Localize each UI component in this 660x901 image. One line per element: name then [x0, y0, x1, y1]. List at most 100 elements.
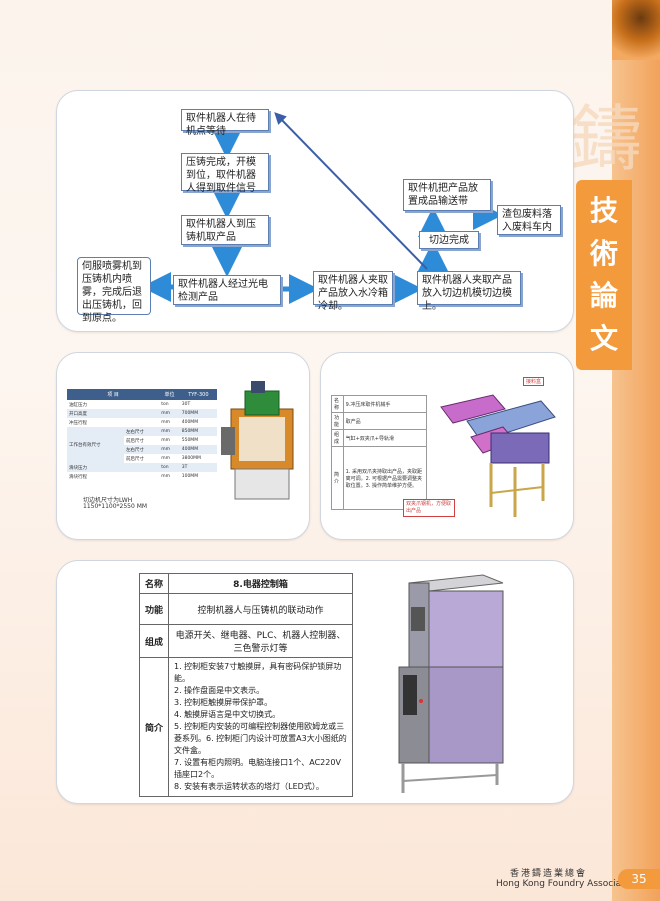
spec-cell: 550MM	[181, 438, 199, 443]
control-comp-value: 电源开关、继电器、PLC、机器人控制器、三色警示灯等	[168, 624, 353, 658]
spec-cell: 400MM	[179, 445, 217, 454]
control-table: 名称 8.电器控制箱 功能 控制机器人与压铸机的联动动作 组成 电源开关、继电器…	[139, 573, 353, 797]
box-spray: 伺服喷雾机到压铸机内喷雾，完成后退出压铸机，回到原点。	[77, 257, 151, 324]
tab-char-3: 論	[589, 279, 618, 313]
corner-decoration	[612, 0, 660, 60]
footer-association-cn: 香港鑄造業總會	[510, 869, 588, 879]
control-intro-value: 1. 控制柜安装7寸触摸屏，具有密码保护锁屏功能。 2. 操作盘面是中文表示。 …	[168, 657, 353, 797]
spec-cell: mm	[161, 474, 170, 479]
spec-row: 冲压行程 mm 400MM	[67, 418, 217, 427]
control-cabinet-panel: 名称 8.电器控制箱 功能 控制机器人与压铸机的联动动作 组成 电源开关、继电器…	[56, 560, 574, 804]
ghost-character: 鑄	[569, 97, 642, 181]
callout-box-1: 接料盒	[523, 377, 545, 386]
spec-header: 单位	[159, 389, 180, 400]
control-cabinet-illustration	[398, 574, 504, 793]
spec-cell: 400MM	[181, 420, 199, 425]
box-trim: 取件机器人夹取产品放入切边机模切边模上。	[417, 271, 521, 312]
gripper-name-value: 9.冲压床取件机械手	[342, 395, 428, 413]
box-scrap: 渣包废料落入废料车内	[497, 205, 561, 235]
spec-header: 项 目	[67, 389, 160, 400]
spec-row: 左右尺寸 mm 400MM	[67, 445, 217, 454]
control-func-label: 功能	[139, 593, 169, 625]
spec-cell: mm	[159, 427, 180, 436]
intro-line: 5. 控制柜内安装的可编程控制器使用欧姆龙或三菱系列。6. 控制柜门内设计可放置…	[174, 722, 347, 755]
intro-line: 8. 安装有表示运转状态的塔灯（LED式）。	[174, 782, 324, 791]
spec-cell: mm	[161, 456, 170, 461]
spec-header: TYF-300	[179, 389, 217, 400]
spec-cell: 开口高度	[67, 409, 160, 418]
spec-row: 滑块压力 ton 3T	[67, 463, 217, 472]
trim-press-panel: 项 目 单位 TYF-300 油缸压力 ton 30T 开口高度 mm 700M…	[56, 352, 310, 540]
box-trim-done: 切边完成	[419, 231, 479, 249]
control-comp-label: 组成	[139, 624, 169, 658]
tab-char-2: 術	[589, 236, 618, 270]
control-name-label: 名称	[139, 573, 169, 594]
gripper-comp-label: 组成	[331, 429, 344, 447]
spec-row: 前后尺寸 mm 3800MM	[67, 454, 217, 463]
section-tab: 技 術 論 文	[576, 180, 632, 370]
tab-char-4: 文	[589, 321, 618, 355]
tab-char-1: 技	[589, 194, 618, 228]
gripper-comp-value: 气缸+双夹爪+导轨滑	[342, 429, 428, 447]
spec-header-row: 项 目 单位 TYF-300	[67, 389, 217, 400]
spec-cell: 左右尺寸	[123, 427, 160, 436]
intro-line: 1. 控制柜安装7寸触摸屏，具有密码保护锁屏功能。	[174, 662, 342, 683]
control-row-comp: 组成 电源开关、继电器、PLC、机器人控制器、三色警示灯等	[139, 624, 353, 658]
control-func-value: 控制机器人与压铸机的联动动作	[168, 593, 353, 625]
spec-cell: 3800MM	[181, 456, 201, 461]
footer-association-en: Hong Kong Foundry Association	[496, 879, 639, 889]
spec-cell: 左右尺寸	[123, 445, 160, 454]
control-name-value: 8.电器控制箱	[168, 573, 353, 594]
flowchart-panel: 取件机器人在待机点等待 压铸完成，开模到位，取件机器人得到取件信号 取件机器人到…	[56, 90, 574, 332]
spec-cell: 100MM	[181, 474, 199, 479]
spec-row: 油缸压力 ton 30T	[67, 400, 217, 409]
spec-note-line1: 切边机尺寸为LWH	[83, 497, 133, 504]
spec-cell: 前后尺寸	[125, 456, 144, 462]
callout-text-1: 接料盒	[526, 379, 542, 385]
box-wait: 取件机器人在待机点等待	[181, 109, 269, 137]
spec-cell: ton	[159, 463, 180, 472]
trim-press-illustration	[221, 381, 294, 500]
gripper-intro-label: 简介	[331, 446, 344, 510]
spec-cell: 油缸压力	[69, 402, 87, 408]
spec-group-label: 工作台有效尺寸	[67, 427, 124, 463]
control-row-intro: 简介 1. 控制柜安装7寸触摸屏，具有密码保护锁屏功能。 2. 操作盘面是中文表…	[139, 657, 353, 797]
intro-line: 4. 触摸屏语言是中文切换式。	[174, 710, 281, 719]
gripper-func-value: 取产品	[342, 412, 428, 430]
spec-cell: 滑块压力	[67, 463, 160, 472]
gripper-name-label: 名称	[331, 395, 344, 413]
spec-cell: mm	[161, 420, 170, 425]
callout-text-2: 双夹爪钢机，方便取出产品	[406, 501, 452, 514]
page-number: 35	[618, 869, 660, 889]
callout-box-2: 双夹爪钢机，方便取出产品	[403, 499, 455, 517]
spec-cell: 850MM	[179, 427, 217, 436]
spec-row: 滑块行程 mm 100MM	[67, 472, 217, 481]
box-water-cool: 取件机器人夹取产品放入水冷箱冷却。	[313, 271, 393, 312]
spec-table: 项 目 单位 TYF-300 油缸压力 ton 30T 开口高度 mm 700M…	[67, 389, 217, 481]
spec-cell: 滑块行程	[69, 474, 87, 480]
box-robot-take: 取件机器人到压铸机取产品	[181, 215, 269, 245]
intro-line: 3. 控制柜触摸屏带保护罩。	[174, 698, 273, 707]
intro-line: 2. 操作盘面是中文表示。	[174, 686, 265, 695]
box-conveyor: 取件机把产品放置成品输送带	[403, 179, 491, 211]
spec-note-line2: 1150*1100*2550 MM	[83, 503, 148, 510]
spec-cell: 冲压行程	[69, 420, 87, 426]
control-row-func: 功能 控制机器人与压铸机的联动动作	[139, 593, 353, 625]
spec-cell: mm	[159, 409, 180, 418]
control-intro-label: 简介	[139, 657, 169, 797]
spec-cell: mm	[159, 445, 180, 454]
spec-cell: 30T	[181, 402, 191, 407]
spec-cell: 前后尺寸	[125, 438, 144, 444]
control-row-name: 名称 8.电器控制箱	[139, 573, 353, 594]
spec-cell: ton	[161, 402, 169, 407]
box-die-cast-done: 压铸完成，开模到位，取件机器人得到取件信号	[181, 153, 269, 194]
flowchart-arrows	[141, 112, 503, 304]
box-sensor-check: 取件机器人经过光电检测产品	[173, 275, 281, 305]
intro-line: 7. 设置有柜内照明。电脑连接口1个、AC220V插座口2个。	[174, 758, 341, 779]
right-decorative-band	[612, 0, 660, 901]
spec-cell: mm	[161, 438, 170, 443]
gripper-func-label: 功能	[331, 412, 344, 430]
spec-row: 工作台有效尺寸 左右尺寸 mm 850MM	[67, 427, 217, 463]
